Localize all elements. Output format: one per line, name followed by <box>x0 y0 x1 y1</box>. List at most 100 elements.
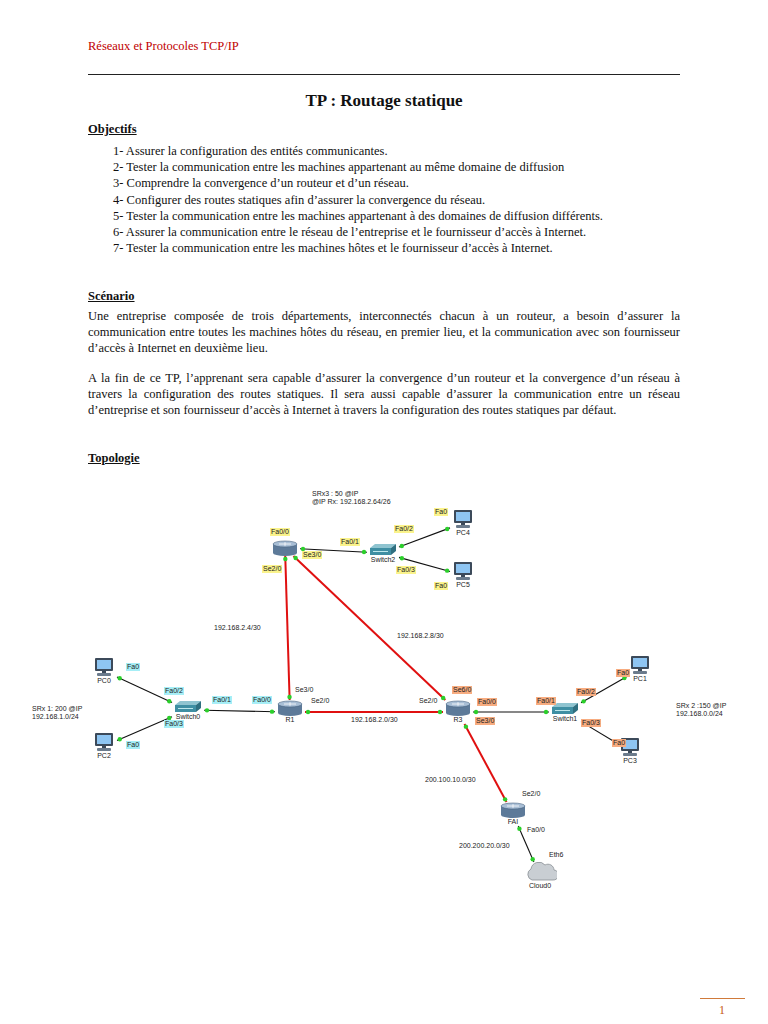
ethernet-link <box>473 710 549 714</box>
link-line <box>293 556 445 700</box>
serial-link <box>283 556 292 700</box>
interface-label: Fa0 <box>434 508 448 516</box>
interface-label: Fa0 <box>126 741 140 749</box>
interface-label: Se3/0 <box>294 686 314 694</box>
text-slot: Fa0/2 <box>576 688 596 696</box>
link-light <box>531 857 535 861</box>
device-name: PC4 <box>452 529 474 537</box>
text-slot: 192.168.2.4/30 <box>213 624 262 632</box>
pc-icon <box>452 509 474 529</box>
interface-label: Fa0/2 <box>394 525 414 533</box>
text-slot: Scénario <box>88 289 135 304</box>
device-name: R1 <box>277 716 303 724</box>
text-slot: 2- Tester la communication entre les mac… <box>113 160 564 175</box>
subnet-label: 192.168.2.4/30 <box>213 624 262 632</box>
objective-item: 3- Comprendre la convergence d’un routeu… <box>113 176 409 191</box>
interface-label: Fa0/3 <box>396 566 416 574</box>
pc-device: PC2 <box>91 732 117 760</box>
ethernet-link <box>204 708 275 714</box>
switch-icon <box>369 543 397 556</box>
router-icon <box>445 700 471 716</box>
text-slot: Se3/0 <box>475 717 495 725</box>
interface-label: Fa0 <box>612 739 626 747</box>
text-slot: Fa0 <box>434 582 448 590</box>
link-light <box>474 710 478 714</box>
link-light <box>400 544 404 548</box>
region-caption: 192.168.1.0/24 <box>32 713 312 721</box>
section-heading: Objectifs <box>88 122 137 137</box>
text-slot: 6- Assurer la communication entre le rés… <box>113 225 586 240</box>
interface-label: Fa0/1 <box>212 696 232 704</box>
router-icon <box>277 700 303 716</box>
text-slot: Se2/0 <box>310 697 330 705</box>
text-slot: 1- Assurer la configuration des entités … <box>113 144 388 159</box>
switch-icon <box>174 700 202 713</box>
subnet-label: 192.168.2.0/30 <box>350 716 399 724</box>
region-ellipse <box>214 474 596 606</box>
link-light <box>118 676 122 680</box>
router-icon <box>500 802 526 818</box>
cloud-icon <box>523 862 557 882</box>
objective-item: 5- Tester la communication entre les mac… <box>113 209 603 224</box>
cloud-device: Cloud0 <box>521 862 559 890</box>
footer-rule <box>700 998 745 999</box>
link-light <box>283 557 287 561</box>
link-light <box>445 568 449 572</box>
section-heading: Topologie <box>88 451 140 466</box>
link-light <box>503 797 507 801</box>
text-slot: Fa0/0 <box>270 528 290 536</box>
pc-device: PC5 <box>450 561 476 589</box>
pc-device: PC4 <box>450 509 476 537</box>
text-slot: Fa0/1 <box>212 696 232 704</box>
link-light <box>287 695 291 699</box>
text-slot: Fa0/2 <box>164 687 184 695</box>
link-light <box>362 550 366 554</box>
device-name: Switch2 <box>369 556 397 564</box>
interface-label: Fa0/2 <box>576 688 596 696</box>
region-caption: SRx 2 :150 @IP <box>676 702 768 710</box>
text-slot: Eth6 <box>548 851 564 859</box>
text-slot: Se2/0 <box>418 697 438 705</box>
link-line <box>473 711 549 712</box>
text-slot: 5- Tester la communication entre les mac… <box>113 209 603 224</box>
interface-label: Fa0/1 <box>536 697 556 705</box>
pc-icon <box>629 655 651 675</box>
serial-link <box>293 556 445 700</box>
interface-label: Fa0/0 <box>477 698 497 706</box>
text-slot: 3- Comprendre la convergence d’un routeu… <box>113 176 409 191</box>
region-caption: SRx 1: 200 @IP <box>32 705 312 713</box>
link-light <box>205 708 209 712</box>
pc-device: PC1 <box>627 655 653 683</box>
router-icon <box>272 540 298 556</box>
interface-label: Se3/0 <box>475 717 495 725</box>
device-name: PC0 <box>93 677 115 685</box>
interface-label: Fa0/3 <box>164 720 184 728</box>
serial-link <box>305 710 443 714</box>
objective-item: 4- Configurer des routes statiques afin … <box>113 193 485 208</box>
text-slot: Fa0 <box>434 508 448 516</box>
link-light <box>445 527 449 531</box>
link-light <box>438 710 442 714</box>
text-slot: 7- Tester la communication entre les mac… <box>113 241 553 256</box>
device-name: Cloud0 <box>523 882 557 890</box>
page-number: 1 <box>719 1003 725 1017</box>
text-slot: Topologie <box>88 451 140 466</box>
region-fill <box>434 645 762 795</box>
interface-label: Fa0 <box>126 663 140 671</box>
link-line <box>305 711 443 713</box>
text-slot: Fa0/1 <box>536 697 556 705</box>
link-light <box>517 827 521 831</box>
interface-label: Se2/0 <box>418 697 438 705</box>
link-light <box>306 710 310 714</box>
objective-item: 1- Assurer la configuration des entités … <box>113 144 388 159</box>
subnet-label: 192.168.2.8/30 <box>396 632 445 640</box>
interface-label: Se2/0 <box>521 790 541 798</box>
device-name: Switch0 <box>174 713 202 721</box>
pc-icon <box>93 732 115 752</box>
text-slot: Fa0/3 <box>164 720 184 728</box>
interface-label: Fa0 <box>616 669 630 677</box>
router-device: R1 <box>275 700 305 724</box>
link-light <box>441 696 445 700</box>
paragraph: A la fin de ce TP, l’apprenant sera capa… <box>88 370 680 418</box>
